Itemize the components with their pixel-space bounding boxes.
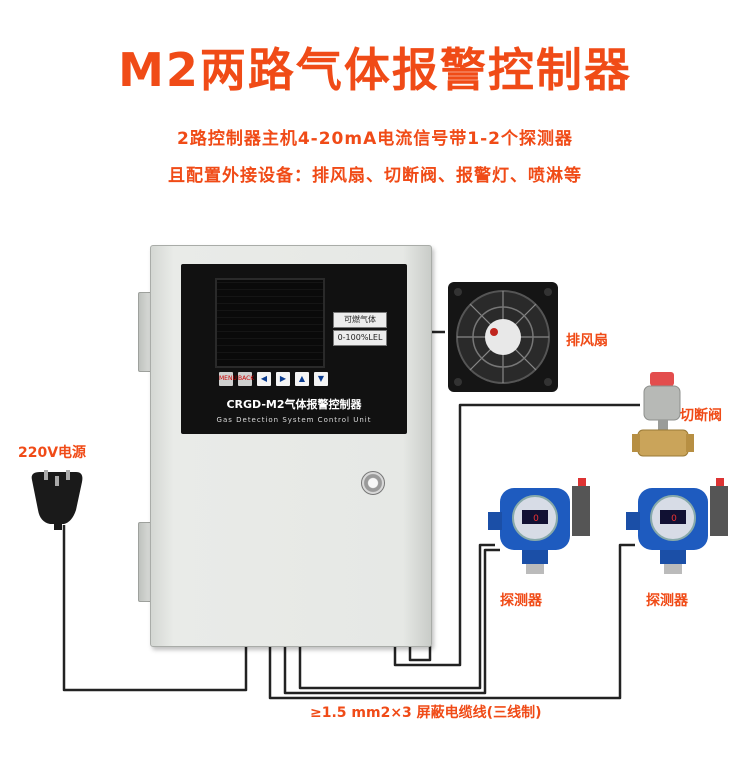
plug-icon [31,470,83,530]
detector2-label: 探测器 [646,593,688,609]
detector1-label: 探测器 [500,593,542,609]
door-lock[interactable] [361,471,385,495]
menu-key[interactable]: MENU [219,372,237,386]
controller-panel: 可燃气体 0-100%LEL MENU BACK ◀ ▶ ▲ ▼ CRGD-M2… [181,264,407,434]
range-tag: 0-100%LEL [333,330,387,346]
gas-type-tag: 可燃气体 [333,312,387,328]
fan-label: 排风扇 [566,333,608,349]
down-key[interactable]: ▼ [314,372,328,386]
page-title: M2两路气体报警控制器 [118,43,632,97]
valve-label: 切断阀 [680,408,722,424]
valve-icon [632,372,694,457]
keypad: MENU BACK ◀ ▶ ▲ ▼ [219,372,328,386]
controller-cabinet: 可燃气体 0-100%LEL MENU BACK ◀ ▶ ▲ ▼ CRGD-M2… [150,245,432,647]
back-key[interactable]: BACK [238,372,254,386]
svg-text:0: 0 [671,514,677,524]
subtitle-line-1: 2路控制器主机4-20mA电流信号带1-2个探测器 [177,129,573,149]
power-plug [26,470,88,530]
left-key[interactable]: ◀ [257,372,271,386]
power-label: 220V电源 [18,445,87,461]
subtitle-line-2: 且配置外接设备：排风扇、切断阀、报警灯、喷淋等 [168,166,582,186]
svg-text:0: 0 [533,514,539,524]
detector1-cable-b [283,548,500,695]
up-key[interactable]: ▲ [295,372,309,386]
shutoff-valve [632,370,698,462]
gas-detector-1: 0 [480,478,590,578]
valve-cable [393,403,640,667]
cable-spec-label: ≥1.5 mm2×3 屏蔽电缆线(三线制) [310,705,542,721]
right-key[interactable]: ▶ [276,372,290,386]
detector-icon: 0 [626,478,728,574]
fan-icon [454,288,552,386]
gas-detector-2: 0 [618,478,728,578]
detector1-cable-a [298,543,495,690]
detector2-cable [268,543,635,700]
lcd-screen [215,278,325,368]
detector-icon: 0 [488,478,590,574]
exhaust-fan [448,282,558,392]
power-cable [62,525,248,692]
model-label-en: Gas Detection System Control Unit [216,416,372,424]
model-label: CRGD-M2气体报警控制器 [226,398,362,411]
